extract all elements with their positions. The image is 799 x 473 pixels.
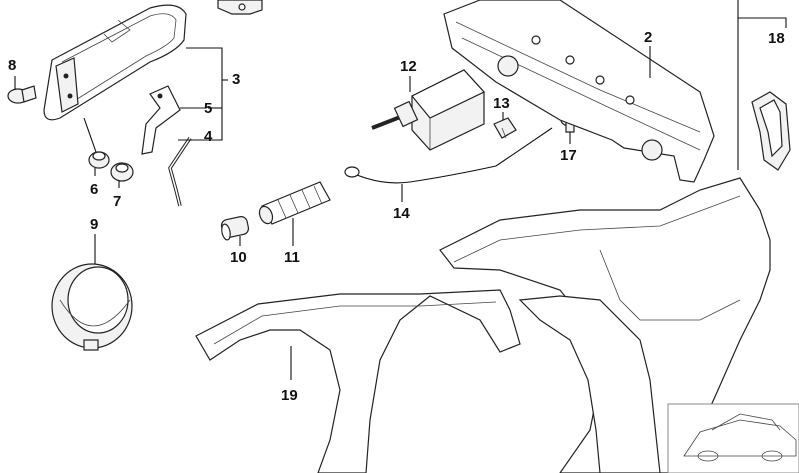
label-11: 11 (284, 249, 300, 266)
sleeve-10 (220, 216, 250, 241)
label-13: 13 (493, 95, 510, 112)
bracket-18 (751, 91, 791, 171)
label-14: 14 (393, 205, 410, 222)
vehicle-thumbnail (667, 403, 799, 473)
screw-13 (493, 117, 517, 139)
fuel-filler-housing-9 (51, 263, 133, 351)
label-12: 12 (400, 58, 417, 75)
label-4: 4 (204, 128, 213, 145)
clip-part (217, 0, 263, 15)
fuel-filler-flap (43, 4, 187, 121)
rear-panel-2 (443, 0, 715, 183)
label-8: 8 (8, 57, 16, 74)
part-labels: 8 3 5 4 6 7 9 10 11 12 13 14 17 2 1 18 1… (8, 0, 785, 404)
label-9: 9 (90, 216, 98, 233)
plug-rivet-8 (7, 85, 37, 104)
leader-lines (14, 0, 787, 380)
bushing-6 (88, 151, 110, 169)
actuator-rod-4 (168, 137, 192, 207)
release-cable-14 (344, 127, 553, 184)
lever-bracket-5 (141, 85, 181, 155)
label-3: 3 (232, 71, 240, 88)
label-2: 2 (644, 29, 652, 46)
label-7: 7 (113, 193, 121, 210)
label-1: 1 (733, 0, 741, 2)
label-19: 19 (281, 387, 298, 404)
label-5: 5 (204, 100, 212, 117)
fender-19 (195, 289, 661, 473)
grommet-7 (110, 162, 134, 182)
actuator-motor-12 (371, 69, 485, 151)
label-6: 6 (90, 181, 98, 198)
label-18: 18 (768, 30, 785, 47)
label-10: 10 (230, 249, 247, 266)
label-17: 17 (560, 147, 577, 164)
hose-11 (258, 181, 331, 225)
